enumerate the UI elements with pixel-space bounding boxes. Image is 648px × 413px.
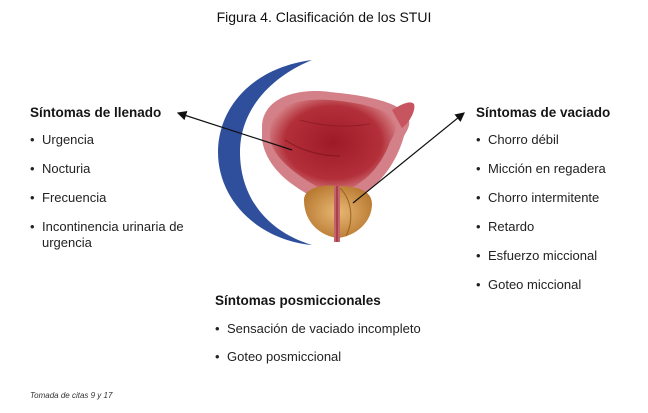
filling-list: •Urgencia •Nocturia •Frecuencia •Inconti…	[30, 132, 210, 264]
list-item: •Nocturia	[30, 161, 91, 176]
crescent-arc-icon	[218, 60, 312, 245]
arrow-to-voiding	[352, 112, 465, 204]
voiding-heading: Síntomas de vaciado	[476, 105, 611, 120]
filling-heading: Síntomas de llenado	[30, 105, 162, 120]
post-micturition-heading: Síntomas posmiccionales	[215, 293, 381, 308]
list-item: •Goteo miccional	[476, 277, 582, 292]
arrow-to-filling	[176, 111, 293, 151]
source-note: Tomada de citas 9 y 17	[30, 391, 113, 400]
list-item: •Chorro intermitente	[476, 190, 600, 205]
list-item: •Sensación de vaciado incompleto	[215, 321, 421, 336]
list-item: •Incontinencia urinaria de urgencia	[30, 219, 184, 250]
list-item: •Esfuerzo miccional	[476, 248, 598, 263]
prostate-illustration-icon	[304, 185, 372, 242]
list-item: •Retardo	[476, 219, 535, 234]
list-item: •Frecuencia	[30, 190, 107, 205]
voiding-list: •Chorro débil •Micción en regadera •Chor…	[476, 132, 646, 306]
bladder-illustration-icon	[262, 91, 415, 208]
list-item: •Micción en regadera	[476, 161, 606, 176]
list-item: •Chorro débil	[476, 132, 559, 147]
list-item: •Goteo posmiccional	[215, 349, 342, 364]
figure-title: Figura 4. Clasificación de los STUI	[216, 9, 432, 25]
post-micturition-list: •Sensación de vaciado incompleto •Goteo …	[215, 321, 475, 377]
list-item: •Urgencia	[30, 132, 95, 147]
